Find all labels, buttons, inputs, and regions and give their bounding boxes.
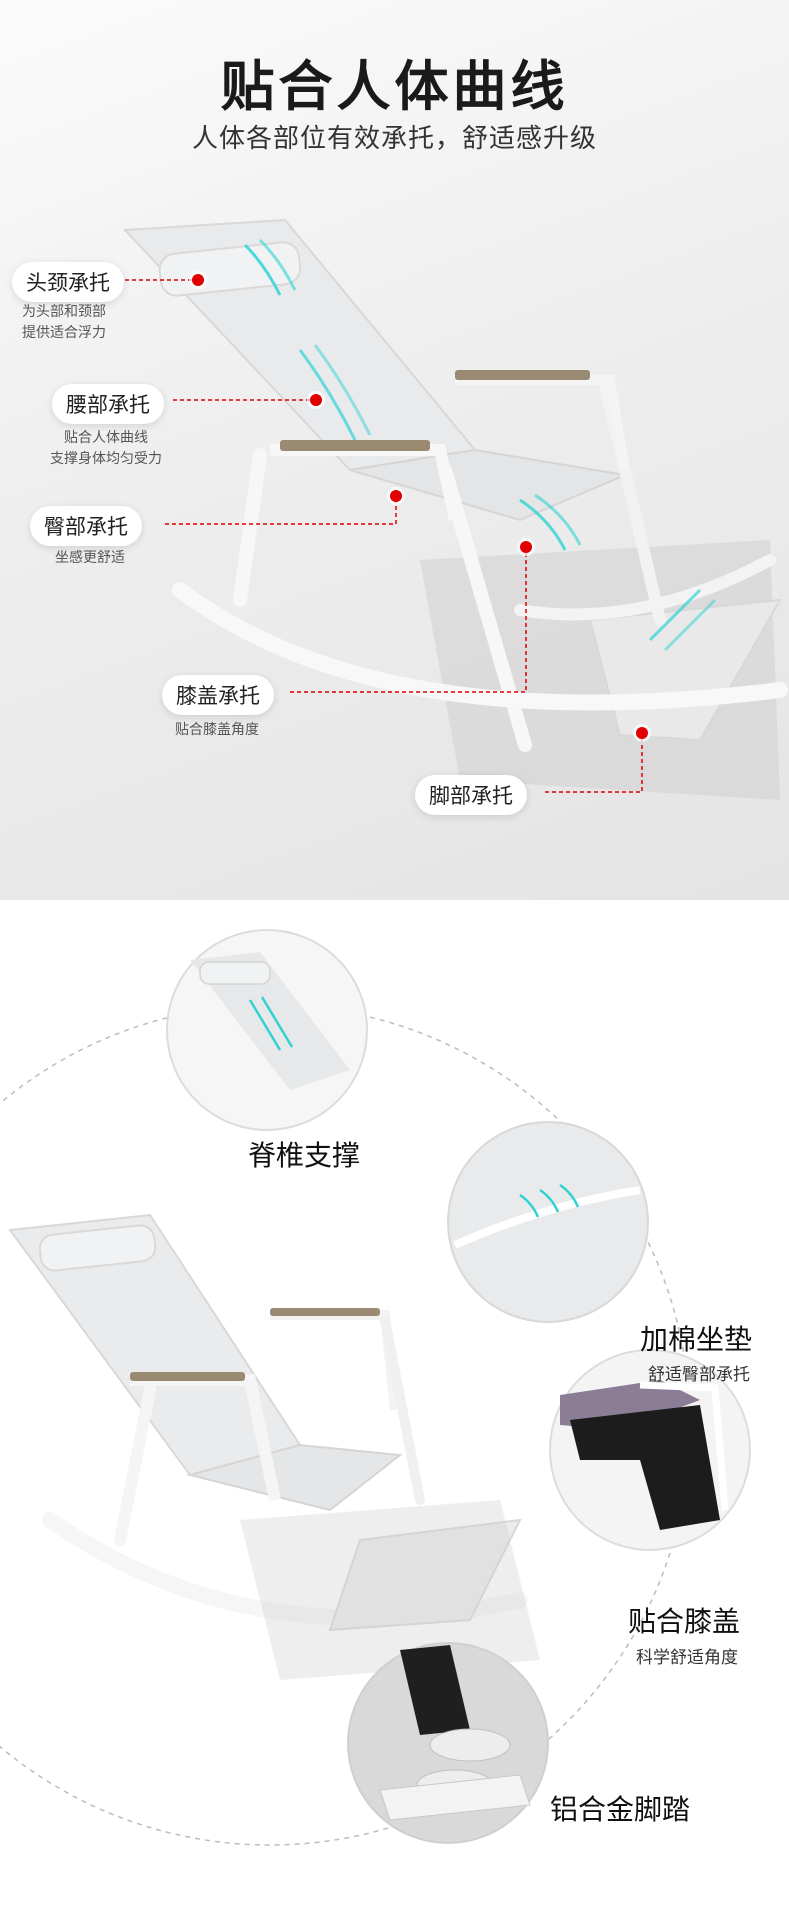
rocking-chair-illustration — [122, 218, 788, 800]
page-title: 贴合人体曲线 — [220, 55, 569, 118]
armrest-front — [280, 440, 430, 451]
callout-waist-note-line-1: 贴合人体曲线 — [64, 430, 148, 446]
detail-spine-pillow — [199, 961, 271, 985]
feature-subtitle-knee: 科学舒适角度 — [636, 1648, 738, 1668]
detail-cushion-glow — [519, 1183, 580, 1218]
armrest-back — [455, 370, 590, 380]
callout-neck-note-line-1: 为头部和颈部 — [22, 304, 106, 320]
detail-footrest-shoe-1 — [429, 1728, 511, 1762]
marker-dot-hip — [390, 490, 402, 502]
detail-knee-frame — [639, 1381, 729, 1511]
callout-hip-note-line-1: 坐感更舒适 — [55, 550, 125, 566]
marker-dot-foot — [636, 727, 648, 739]
callout-waist-note: 贴合人体曲线 支撑身体均匀受力 — [50, 428, 162, 470]
marker-dot-neck — [192, 274, 204, 286]
callout-hip-label: 臀部承托 — [30, 506, 142, 546]
detail-footrest-legs — [400, 1645, 470, 1735]
detail-cushion-seam — [453, 1186, 641, 1249]
feature-chair-footrest — [328, 1518, 522, 1632]
feature-chair-armrest-front — [130, 1372, 245, 1381]
feature-chair-shadow — [240, 1500, 540, 1680]
features-section: 脊椎支撑 加棉坐垫 舒适臀部承托 贴合膝盖 科学舒适角度 铝合金脚踏 — [0, 900, 789, 1907]
detail-circle-cushion — [447, 1121, 649, 1323]
glow-hip-1 — [519, 498, 567, 551]
callout-hip-note: 坐感更舒适 — [55, 548, 125, 569]
callout-neck-note-line-2: 提供适合浮力 — [22, 325, 106, 341]
callout-waist-label: 腰部承托 — [52, 384, 164, 424]
glow-neck-2 — [258, 238, 297, 291]
callout-knee-note-line-1: 贴合膝盖角度 — [175, 722, 259, 738]
callout-knee-label: 膝盖承托 — [162, 675, 274, 715]
callout-leader-lines — [125, 279, 643, 793]
glow-foot-2 — [663, 598, 717, 652]
glow-foot-1 — [648, 588, 702, 642]
detail-footrest-plate — [379, 1774, 531, 1821]
callout-neck-label: 头颈承托 — [12, 262, 124, 302]
feature-chair-armrest-back — [270, 1308, 380, 1316]
feature-chair-leg-back — [380, 1315, 425, 1505]
feature-chair-leg-front — [114, 1384, 156, 1546]
callout-waist-note-line-2: 支撑身体均匀受力 — [50, 451, 162, 467]
callout-foot-label: 脚部承托 — [415, 775, 527, 815]
glow-waist-1 — [298, 349, 357, 441]
feature-title-cushion: 加棉坐垫 — [640, 1323, 753, 1356]
hero-section: 贴合人体曲线 人体各部位有效承托，舒适感升级 — [0, 0, 789, 900]
detail-spine-glow — [248, 996, 294, 1051]
marker-dot-knee — [520, 541, 532, 553]
marker-dot-waist — [310, 394, 322, 406]
features-illustration — [0, 929, 751, 1846]
callout-neck-note: 为头部和颈部 提供适合浮力 — [22, 302, 106, 344]
feature-chair-pillow — [38, 1224, 157, 1272]
feature-subtitle-cushion: 舒适臀部承托 — [648, 1365, 750, 1385]
glow-neck-1 — [243, 243, 282, 296]
rocker-left — [172, 582, 788, 711]
detail-spine-mesh — [190, 952, 350, 1090]
glow-waist-2 — [313, 344, 372, 436]
feature-chair-arm-back — [270, 1310, 400, 1411]
glow-hip-2 — [534, 493, 582, 546]
callout-knee-note: 贴合膝盖角度 — [175, 720, 259, 741]
feature-title-footrest: 铝合金脚踏 — [550, 1793, 691, 1826]
front-leg-left — [233, 448, 267, 607]
feature-title-knee: 贴合膝盖 — [628, 1605, 741, 1638]
detail-knee-person-legs — [570, 1405, 720, 1530]
page-subtitle: 人体各部位有效承托，舒适感升级 — [191, 124, 597, 154]
rocker-right — [514, 554, 776, 621]
feature-title-spine: 脊椎支撑 — [248, 1139, 361, 1172]
